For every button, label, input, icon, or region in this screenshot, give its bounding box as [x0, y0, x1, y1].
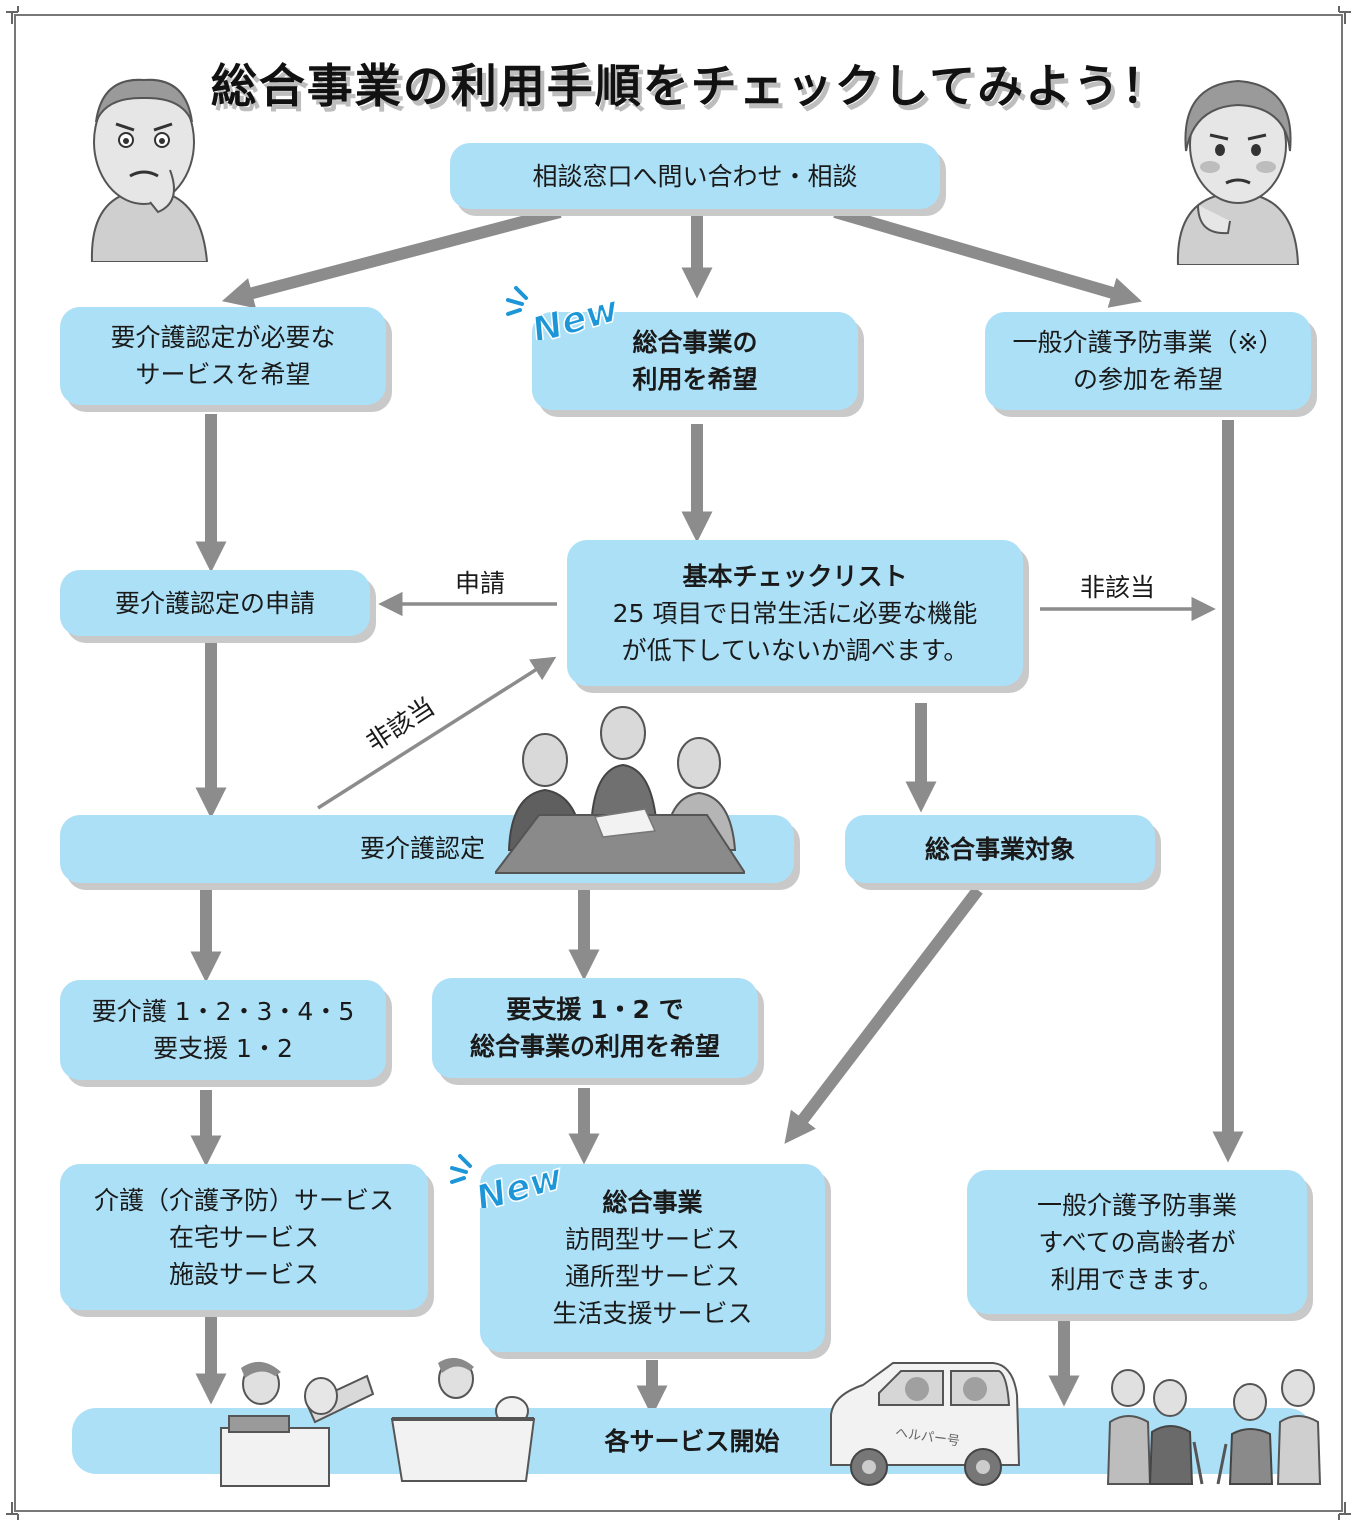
corner-mark-bottom-right: [1338, 1502, 1351, 1520]
caregiving-bed-illustration: [220, 1361, 375, 1487]
svg-text:New: New: [472, 1156, 568, 1208]
worried-man-illustration: [90, 78, 209, 262]
edge-label-apply: 申請: [455, 569, 506, 598]
node-sogo-services: 総合事業 訪問型サービス 通所型サービス 生活支援サービス: [480, 1164, 825, 1352]
node-consult: 相談窓口へ問い合わせ・相談: [450, 143, 940, 209]
edge-label-not-applicable-right: 非該当: [1080, 573, 1156, 602]
new-badge-top: New: [506, 286, 625, 340]
page-title: 総合事業の利用手順をチェックしてみよう！: [210, 59, 1170, 113]
node-checklist: 基本チェックリスト 25 項目で日常生活に必要な機能 が低下していないか調べます…: [567, 540, 1023, 686]
arrow-consult-to-need-cert: [221, 206, 562, 309]
worried-woman-illustration: [1176, 79, 1300, 265]
node-need-cert: 要介護認定が必要な サービスを希望: [60, 307, 386, 405]
corner-mark-top-left: [6, 6, 19, 24]
corner-mark-bottom-left: [6, 1502, 19, 1520]
arrow-consult-to-general-join: [833, 206, 1142, 308]
meeting-illustration: [495, 706, 745, 874]
node-apply: 要介護認定の申請: [60, 570, 370, 636]
node-want-sogo: 総合事業の 利用を希望: [532, 312, 858, 410]
node-general-services: 一般介護予防事業 すべての高齢者が 利用できます。: [967, 1170, 1307, 1314]
page-frame: [14, 14, 1343, 1512]
node-support12: 要支援 1・2 で 総合事業の利用を希望: [432, 978, 758, 1078]
node-care-services: 介護（介護予防）サービス 在宅サービス 施設サービス: [60, 1164, 428, 1310]
elderly-group-illustration: [1106, 1369, 1322, 1485]
arrow-target-to-sogo-services: [784, 886, 983, 1144]
node-levels: 要介護 1・2・3・4・5 要支援 1・2: [60, 980, 386, 1080]
arrow-cert-not-applicable-to-checklist: [317, 656, 557, 810]
node-target: 総合事業対象: [845, 815, 1155, 883]
svg-text:New: New: [528, 288, 624, 340]
helper-car-illustration: ヘルパー号: [830, 1362, 1021, 1486]
corner-mark-top-right: [1338, 6, 1351, 24]
node-general-join: 一般介護予防事業（※） の参加を希望: [985, 312, 1311, 410]
caregiving-bath-illustration: [390, 1357, 536, 1482]
new-badge-bottom: New: [450, 1154, 569, 1208]
